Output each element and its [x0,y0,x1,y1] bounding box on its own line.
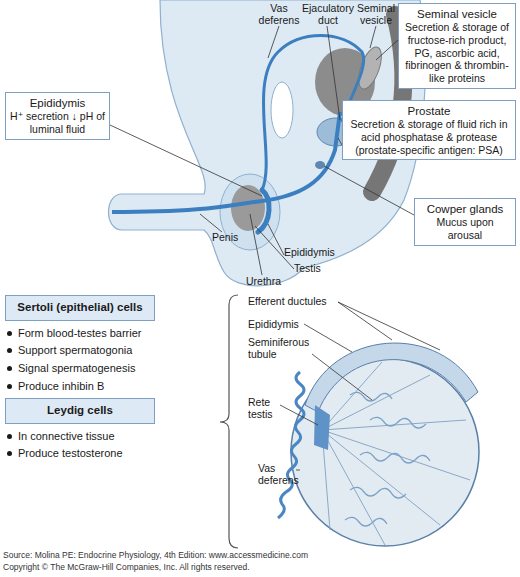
bullet-dot [7,451,12,456]
bullet-dot [7,331,12,336]
source-note: Copyright © The McGraw-Hill Companies, I… [3,563,518,573]
bullet-item: In connective tissue [5,429,155,444]
part-label: Ejaculatory duct [300,2,356,26]
part-label: Seminal vesicle [352,2,400,26]
epididymis [258,190,269,232]
bullet-item: Support spermatogonia [5,343,155,358]
callout-box: Cowper glandsMucus upon arousal [414,198,516,246]
box-body: Secretion & storage of fluid rich in aci… [347,118,511,156]
callout-box: Seminal vesicleSecretion & storage of fr… [398,3,516,89]
vas-deferens-coil [278,372,304,518]
bullet-item: Produce testosterone [5,446,155,461]
part-label: Testis [294,262,344,274]
bullet-text: Signal spermatogenesis [18,362,135,374]
source-note: Source: Molina PE: Endocrine Physiology,… [3,551,518,561]
part-label: Seminiferous tubule [248,336,318,360]
bracket [220,295,238,548]
bullet-text: Produce testosterone [18,447,123,459]
cell-panel: Leydig cells In connective tissueProduce … [5,398,155,464]
pubic-bone [271,82,293,138]
box-body: Mucus upon arousal [419,216,511,242]
bullet-item: Form blood-testes barrier [5,326,155,341]
bullet-text: In connective tissue [18,430,115,442]
seminal-vesicle [354,44,386,92]
bullet-item: Produce inhibin B [5,379,155,394]
part-label: Epididymis [284,246,354,258]
box-heading: Epididymis [10,96,105,110]
part-label: Epididymis [248,318,328,330]
cell-panel: Sertoli (epithelial) cellsForm blood-tes… [5,295,155,397]
bullet-dot [7,434,12,439]
bullet-text: Support spermatogonia [18,344,132,356]
bullet-dot [7,384,12,389]
box-heading: Seminal vesicle [403,7,511,21]
part-label: Urethra [246,275,291,287]
box-heading: Sertoli (epithelial) cells [5,295,155,321]
bullet-dot [7,366,12,371]
part-label: Rete testis [248,396,288,420]
testis [231,185,265,231]
part-label: Vas deferens [254,2,304,26]
cowper-gland [315,161,325,169]
epididymis-cap [305,343,478,412]
box-heading: Leydig cells [5,398,155,424]
box-body: Secretion & storage of fructose-rich pro… [403,21,511,85]
rete-testis [314,405,330,450]
box-heading: Prostate [347,104,511,118]
bullet-dot [7,348,12,353]
part-label: Vas deferens [258,462,302,486]
bullet-text: Form blood-testes barrier [18,327,142,339]
bullet-text: Produce inhibin B [18,380,104,392]
seminiferous-tubules [345,392,430,526]
leader-lines [280,302,440,470]
lobule-septa [322,362,470,545]
callout-box: ProstateSecretion & storage of fluid ric… [342,100,516,160]
bullet-item: Signal spermatogenesis [5,361,155,376]
part-label: Penis [212,231,252,243]
box-body: H⁺ secretion ↓ pH of luminal fluid [10,110,105,136]
part-label: Efferent ductules [248,295,358,307]
callout-box: EpididymisH⁺ secretion ↓ pH of luminal f… [5,92,110,140]
box-heading: Cowper glands [419,202,511,216]
urethra [112,112,340,212]
